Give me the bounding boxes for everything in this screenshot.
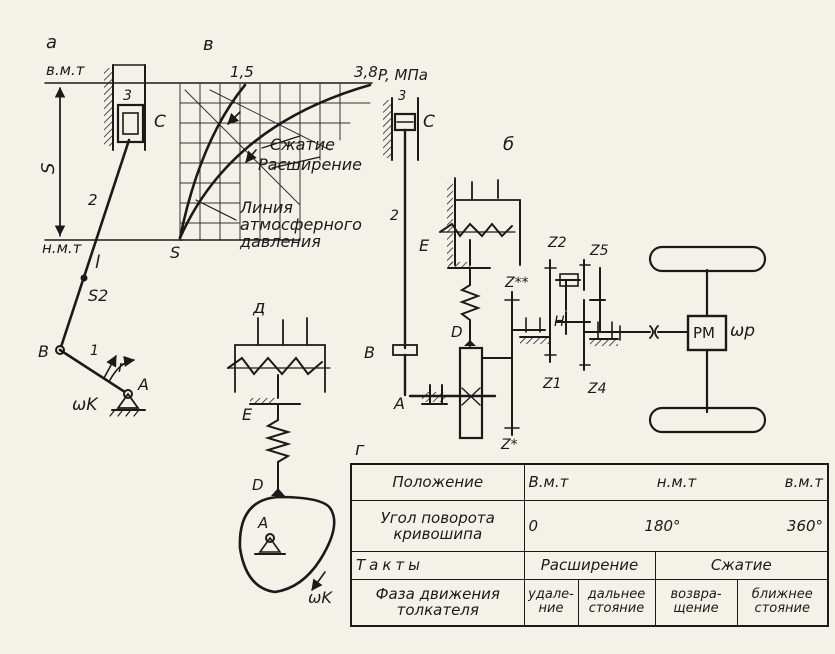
panel-label-v: в: [203, 34, 214, 55]
phase-near-dwell: ближнее стояние: [736, 578, 829, 627]
phase-return: возвра- щение: [654, 578, 738, 627]
crank-number: 1: [90, 343, 99, 359]
scheme-piston-number: 3: [398, 89, 406, 104]
phase-removal-line2: ние: [538, 601, 564, 617]
phase-far-dwell: дальнее стояние: [577, 578, 656, 627]
phase-return-line1: возвра-: [670, 587, 722, 603]
bdc-label: н.м.т: [42, 239, 83, 257]
angle-180: 180°: [644, 516, 681, 535]
cam-valve-label: E: [242, 405, 253, 424]
table-row-position: Положение В.м.т н.м.т в.м.т: [350, 463, 829, 501]
scheme-slider-label: C: [423, 112, 435, 132]
carrier-label: H: [554, 314, 565, 330]
phase-near-dwell-line1: ближнее: [751, 587, 813, 603]
scheme-rod-number: 2: [390, 208, 399, 224]
cam-follower-label: D: [252, 476, 264, 494]
phase-far-dwell-line2: стояние: [588, 601, 645, 617]
atmo-line-1: Линия: [239, 198, 293, 217]
gear-z2: Z2: [547, 235, 567, 251]
phase-label-line2: толкателя: [396, 601, 479, 620]
crank-radius: r: [118, 357, 126, 376]
phase-far-dwell-line1: дальнее: [587, 587, 646, 603]
mid-pressure-label: 1,5: [230, 63, 254, 81]
machine-omega: ωp: [730, 321, 755, 341]
position-tdc-end: в.м.т: [784, 473, 824, 492]
panel-label-g: г: [355, 439, 365, 460]
scheme-crank-pivot: A: [393, 394, 405, 413]
angle-label-line2: кривошипа: [393, 524, 483, 543]
crank-end-label: B: [38, 342, 49, 361]
position-tdc-start: В.м.т: [528, 473, 569, 492]
diagram-labels: а в б д г в.м.т н.м.т S 3 C 2 l S2 B 1 r…: [38, 32, 755, 607]
pressure-axis-label: P, МПа: [378, 66, 428, 84]
phase-near-dwell-line2: стояние: [754, 601, 810, 617]
slider-label: C: [154, 112, 166, 132]
indicator-s-label: S: [170, 243, 180, 262]
row-angle-label: Угол поворота кривошипа: [350, 499, 525, 552]
tdc-label: в.м.т: [46, 61, 86, 79]
panel-label-d: д: [252, 297, 265, 318]
atmo-line-2: атмосферного: [240, 215, 362, 234]
angle-360: 360°: [786, 516, 824, 535]
phase-return-line2: щение: [673, 601, 719, 617]
phase-removal-line1: удале-: [528, 587, 574, 603]
cam-pivot-label: A: [257, 514, 268, 532]
rod-center: S2: [88, 286, 108, 305]
position-bdc: н.м.т: [656, 473, 697, 492]
panel-label-a: а: [46, 32, 57, 53]
crank-omega: ωK: [72, 395, 99, 415]
rod-length: l: [95, 252, 100, 273]
angle-zero: 0: [528, 516, 539, 535]
phase-label-line1: Фаза движения: [375, 585, 500, 604]
gear-z5: Z5: [589, 243, 609, 259]
rod-number: 2: [88, 191, 98, 209]
table-row-strokes: Такты Расширение Сжатие: [350, 550, 829, 580]
atmo-line-3: давления: [239, 232, 321, 251]
crank-pivot-label: A: [137, 375, 149, 394]
engine-cycle-table: Положение В.м.т н.м.т в.м.т Угол поворот…: [350, 463, 830, 627]
machine-label: РМ: [693, 324, 715, 342]
crank-slider-mechanism: [44, 64, 373, 417]
expansion-label: Расширение: [258, 155, 362, 174]
gear-z4: Z4: [587, 381, 607, 397]
piston-number: 3: [123, 88, 132, 104]
panel-label-b: б: [503, 134, 514, 155]
row-strokes-label: Такты: [350, 550, 525, 580]
compression-label: Сжатие: [270, 135, 335, 154]
stroke-compression: Сжатие: [654, 550, 829, 580]
gear-z1: Z1: [542, 376, 562, 392]
transmission-scheme: [383, 97, 767, 440]
stroke-expansion: Расширение: [523, 550, 656, 580]
stroke-label: S: [38, 163, 59, 174]
max-pressure-label: 3,8: [354, 63, 378, 81]
cam-mechanism: [227, 317, 336, 594]
row-position-label: Положение: [350, 463, 525, 501]
table-row-phase: Фаза движения толкателя удале- ние дальн…: [350, 578, 829, 627]
angle-label-line1: Угол поворота: [380, 508, 495, 527]
gear-z-star: Z*: [500, 437, 518, 453]
scheme-follower-label: D: [451, 323, 463, 341]
scheme-valve-label: E: [419, 236, 430, 255]
gear-z-star2: Z**: [504, 275, 529, 291]
row-position-values: В.м.т н.м.т в.м.т: [523, 463, 829, 501]
cam-omega: ωK: [308, 588, 333, 607]
indicator-diagram: [178, 82, 372, 241]
row-angle-values: 0 180° 360°: [523, 499, 829, 552]
scheme-crank-end: B: [364, 343, 375, 362]
row-phase-label: Фаза движения толкателя: [350, 578, 525, 627]
table-row-angle: Угол поворота кривошипа 0 180° 360°: [350, 499, 829, 552]
phase-removal: удале- ние: [523, 578, 579, 627]
